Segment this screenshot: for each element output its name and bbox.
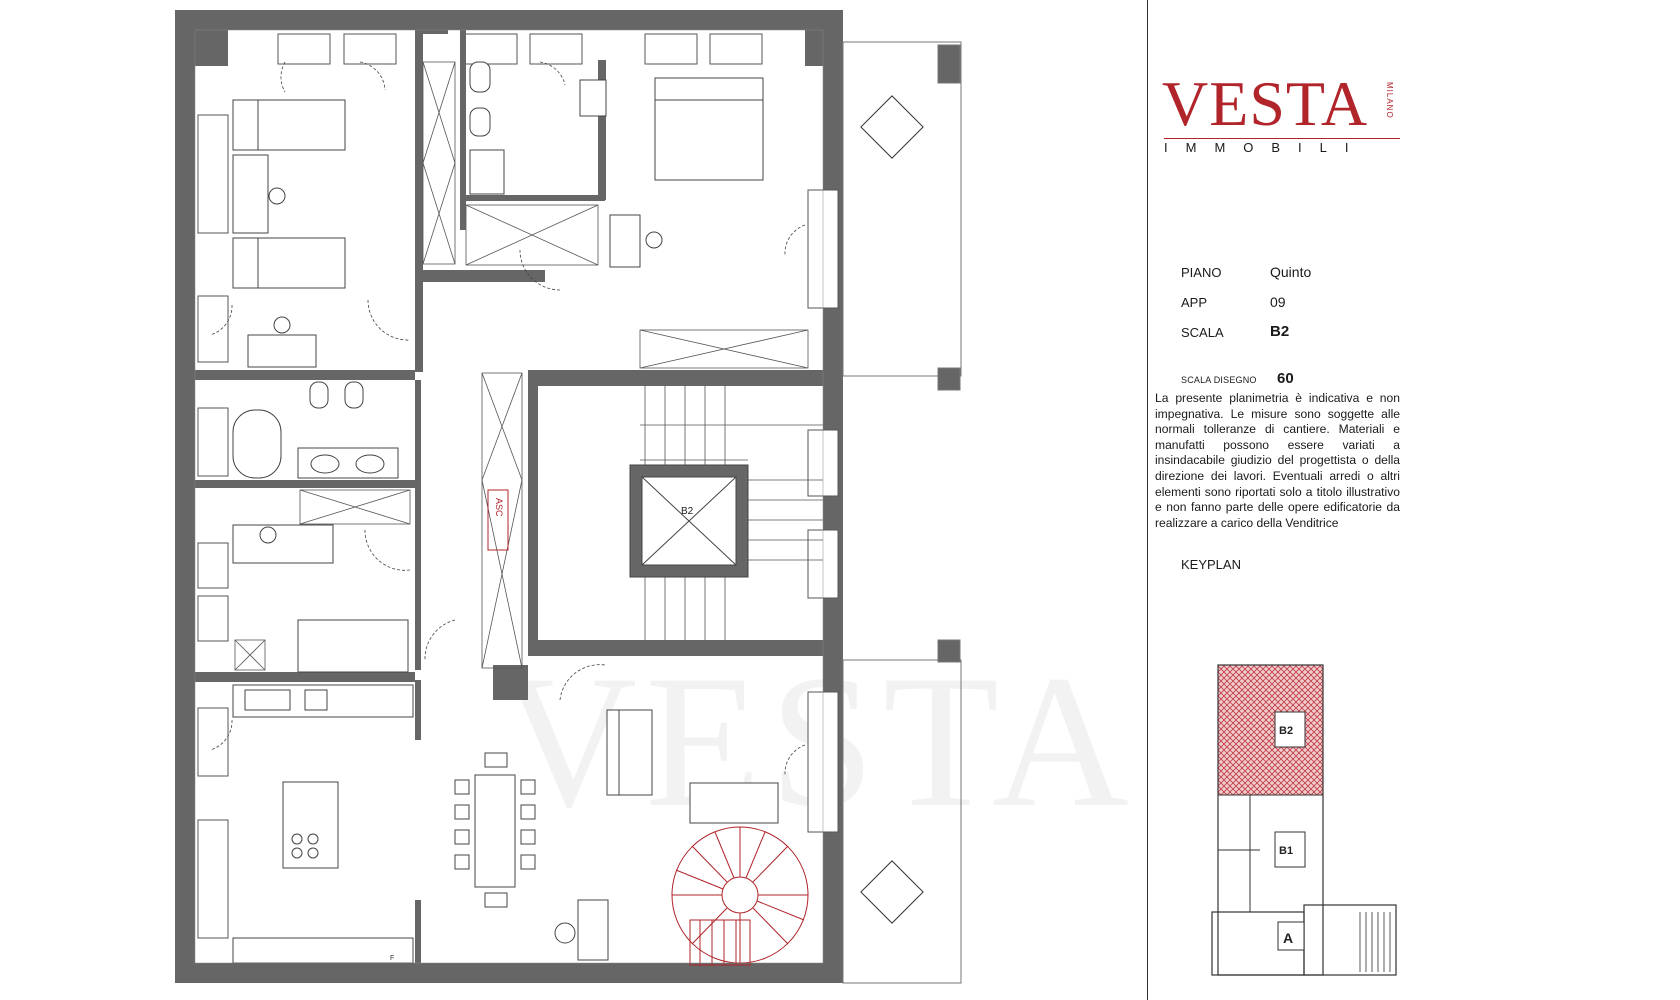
piano-value: Quinto xyxy=(1270,264,1312,280)
chairs xyxy=(259,187,663,944)
brand-name: VESTA xyxy=(1162,68,1369,139)
app-value: 09 xyxy=(1270,294,1286,310)
terraces xyxy=(842,41,962,984)
elevator-label: ASC xyxy=(494,498,504,517)
brand-city: MILANO xyxy=(1385,82,1394,119)
stair-treads xyxy=(640,386,823,640)
bath-fixtures xyxy=(232,61,607,479)
terrace-table-top xyxy=(860,95,924,924)
spiral-staircase xyxy=(671,826,809,966)
disclaimer-text: La presente planimetria è indicativa e n… xyxy=(1155,391,1400,530)
fridge-label: F xyxy=(390,955,394,962)
interior-walls xyxy=(175,30,823,983)
door-swings xyxy=(209,61,806,776)
scala-disegno-value: 60 xyxy=(1277,370,1294,387)
kitchen xyxy=(232,684,414,964)
stair-label: B2 xyxy=(681,506,694,517)
sofa xyxy=(577,709,779,961)
desks xyxy=(232,154,641,564)
keyplan-label-b2: B2 xyxy=(1279,725,1293,737)
keyplan-drawing: B2 B1 A xyxy=(1211,664,1397,976)
keyplan-label: KEYPLAN xyxy=(1181,557,1241,572)
app-label: APP xyxy=(1181,295,1208,310)
keyplan-label-b1: B1 xyxy=(1279,845,1293,857)
scala-value: B2 xyxy=(1270,323,1290,340)
stair-core xyxy=(629,464,749,578)
closets xyxy=(234,61,809,671)
elevator-box xyxy=(487,489,509,551)
brand-subtitle: IMMOBILI xyxy=(1164,138,1400,155)
scala-label: SCALA xyxy=(1181,325,1224,340)
beds xyxy=(232,77,764,673)
panel-divider xyxy=(1147,0,1148,1000)
dining-table xyxy=(454,752,536,908)
brand-logo: VESTA MILANO IMMOBILI xyxy=(1162,72,1417,162)
keyplan-label-a: A xyxy=(1283,930,1293,946)
scala-disegno-label: SCALA DISEGNO xyxy=(1181,375,1257,385)
piano-label: PIANO xyxy=(1181,265,1222,280)
